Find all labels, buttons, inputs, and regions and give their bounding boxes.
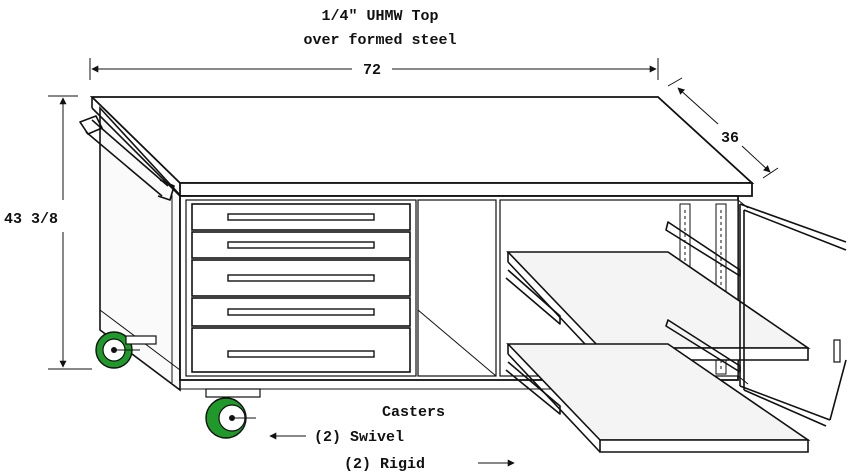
drawer-pull[interactable]: [227, 274, 375, 282]
drawer-pull[interactable]: [227, 308, 375, 316]
rigid-label: (2) Rigid: [344, 456, 425, 473]
width-label: 72: [363, 62, 381, 79]
depth-dimension: 36: [667, 77, 779, 179]
drawer-pull[interactable]: [227, 241, 375, 249]
top-title-line2: over formed steel: [303, 32, 456, 49]
depth-label: 36: [721, 130, 739, 147]
height-label: 43 3/8: [4, 211, 58, 228]
top-title-line1: 1/4" UHMW Top: [321, 8, 438, 25]
swivel-callout: (2) Swivel: [269, 429, 404, 446]
drawer-1[interactable]: [191, 203, 411, 231]
drawer-5[interactable]: [191, 327, 411, 373]
cabinet-door[interactable]: [739, 203, 847, 427]
drawer-4[interactable]: [191, 297, 411, 327]
door-latch[interactable]: [833, 339, 841, 363]
drawer-2[interactable]: [191, 231, 411, 259]
cart-top: [89, 96, 755, 197]
drawer-pull[interactable]: [227, 350, 375, 358]
drawer-stack: [191, 203, 411, 373]
casters-label: Casters: [382, 404, 445, 421]
height-dimension: 43 3/8: [4, 95, 92, 370]
drawer-3[interactable]: [191, 259, 411, 297]
swivel-label: (2) Swivel: [314, 429, 404, 446]
drawer-pull[interactable]: [227, 213, 375, 221]
rigid-callout: (2) Rigid: [344, 456, 515, 473]
width-dimension: 72: [89, 58, 659, 80]
caster-rear-swivel: [95, 331, 157, 369]
caster-front-swivel: [205, 388, 261, 439]
push-handle: [79, 115, 175, 201]
pullout-shelf-upper[interactable]: [505, 221, 811, 361]
